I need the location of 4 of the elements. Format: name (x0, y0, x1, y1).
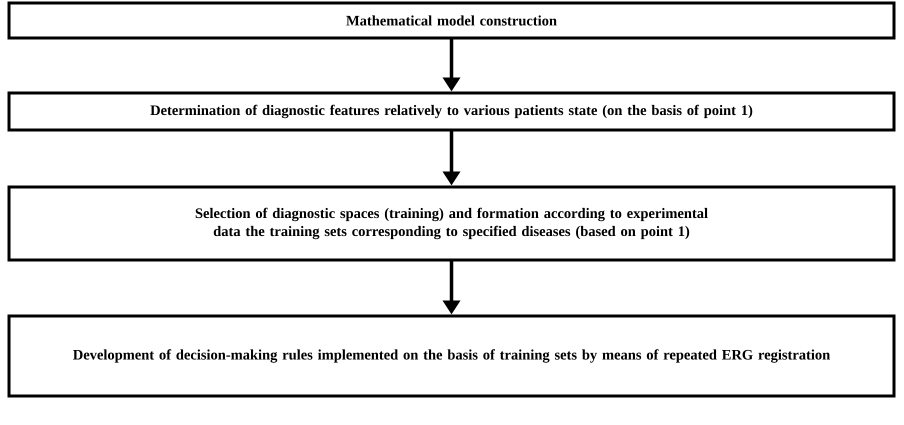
process-box: Mathematical model construction (8, 2, 896, 40)
process-box: Selection of diagnostic spaces (training) and formation according to experimental data the training sets corresponding to specified diseases (based on point 1) (8, 186, 896, 262)
process-box: Determination of diagnostic features relatively to various patients state (on the basis of point 1) (8, 92, 896, 132)
process-box: Development of decision-making rules implemented on the basis of training sets by means of repeated ERG registration (8, 314, 896, 398)
